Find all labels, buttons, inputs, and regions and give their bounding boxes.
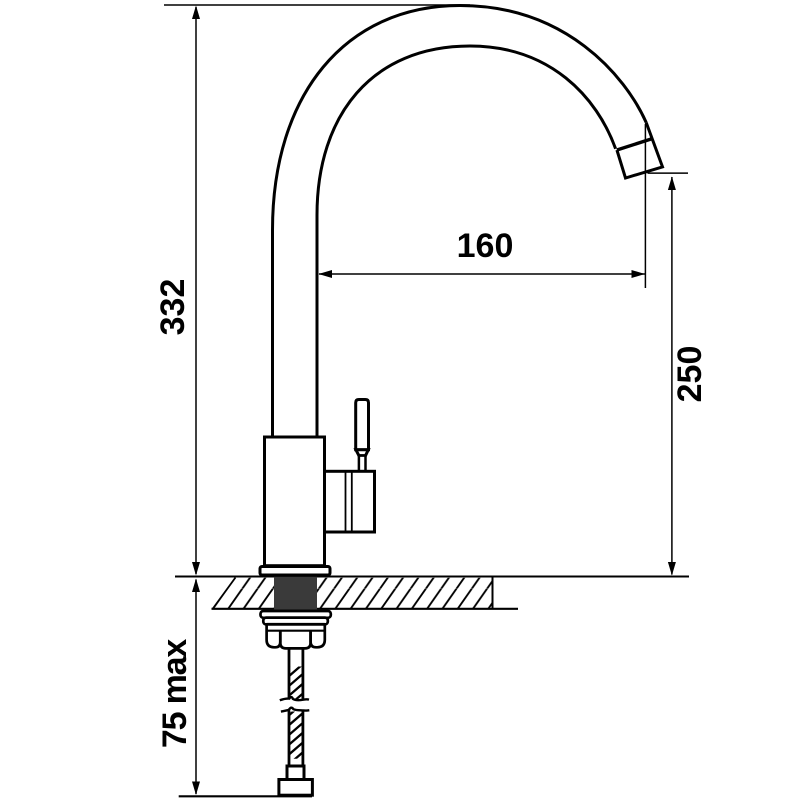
svg-text:75 max: 75 max	[156, 639, 194, 748]
svg-text:250: 250	[671, 346, 709, 403]
svg-text:332: 332	[154, 279, 192, 336]
svg-text:160: 160	[457, 227, 514, 265]
